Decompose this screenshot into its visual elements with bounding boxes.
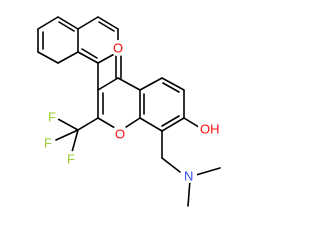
- molecule-structure: O O OH N F F F: [37, 16, 221, 207]
- fluorine-label-3: F: [67, 152, 75, 167]
- fluorine-label-1: F: [48, 110, 56, 125]
- hydroxyl-label: OH: [200, 122, 220, 137]
- ring-oxygen-label: O: [115, 127, 125, 142]
- naphthalene-ring-outer: [37, 16, 79, 64]
- fluorine-label-2: F: [44, 136, 52, 151]
- carbonyl-oxygen-label: O: [113, 41, 123, 56]
- dimethylaminomethyl-group: [161, 130, 221, 207]
- benzo-ring: [139, 77, 185, 132]
- pyranone-ring: [97, 77, 141, 132]
- amine-nitrogen-label: N: [184, 169, 193, 184]
- trifluoromethyl-group: [55, 117, 99, 153]
- naphthalene-ring-inner: [57, 16, 119, 64]
- carbonyl-bond: [115, 55, 122, 79]
